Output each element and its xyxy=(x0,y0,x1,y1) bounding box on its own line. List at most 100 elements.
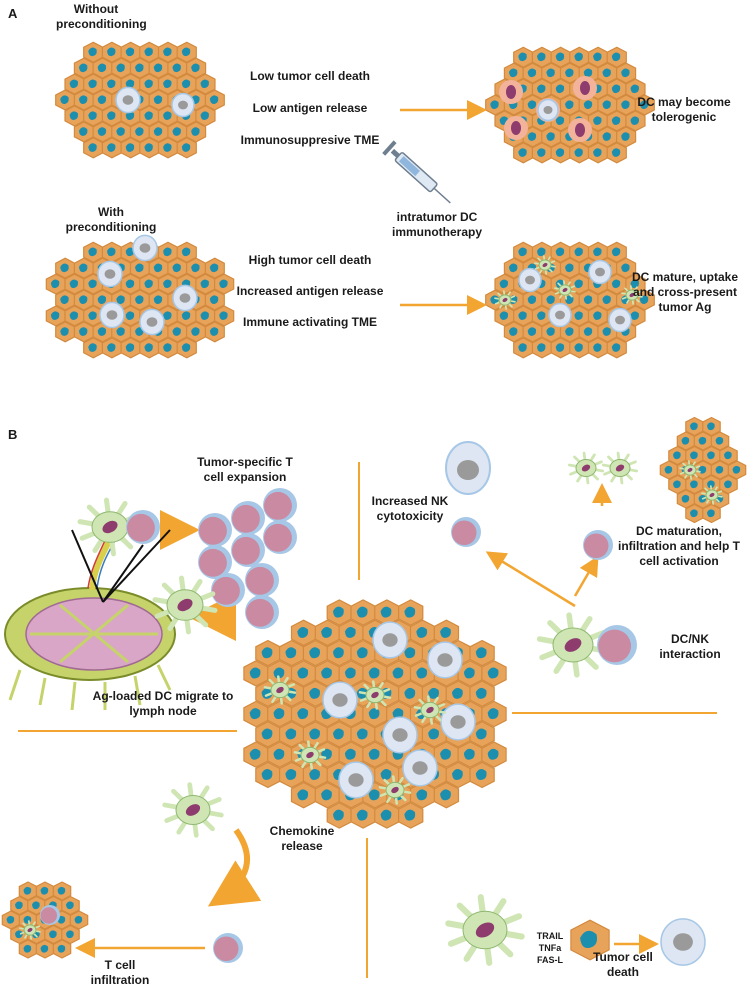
infiltrating-dc xyxy=(378,775,412,805)
tumor-nucleus xyxy=(163,143,172,152)
tumor-nucleus xyxy=(380,809,392,821)
tumor-nucleus xyxy=(475,728,487,740)
tumor-nucleus xyxy=(23,944,32,953)
infiltrating-dc xyxy=(554,280,576,300)
arrow-nk xyxy=(485,551,576,608)
t-cell-icon xyxy=(40,905,60,925)
tumor-nucleus xyxy=(181,79,191,89)
tumor-nucleus xyxy=(57,886,66,895)
tumor-nucleus xyxy=(32,901,40,910)
tumor-nucleus xyxy=(537,343,546,352)
expanding-t-cell xyxy=(263,520,297,554)
tumor-nucleus xyxy=(125,79,135,89)
tumor-nucleus xyxy=(333,728,344,740)
dying-nucleus xyxy=(543,106,553,114)
tumor-nucleus xyxy=(66,930,74,939)
tumor-nucleus xyxy=(74,915,83,924)
tumor-nucleus xyxy=(88,111,97,120)
tumor-nucleus xyxy=(321,667,332,679)
tumor-nucleus xyxy=(574,343,583,352)
tumor-nucleus xyxy=(125,143,135,152)
panel-b-label: B xyxy=(8,427,18,442)
tumor-nucleus xyxy=(673,451,681,460)
tumor-nucleus xyxy=(57,944,66,953)
tumor-nucleus xyxy=(88,311,97,320)
tumor-nucleus xyxy=(380,606,392,618)
tumor-nucleus xyxy=(724,480,732,489)
tumor-nucleus xyxy=(499,279,509,289)
tumor-nucleus xyxy=(297,626,309,638)
tumor-nucleus xyxy=(344,667,356,679)
dying-nucleus xyxy=(392,728,408,742)
tumor-nucleus xyxy=(475,687,487,699)
tumor-nucleus xyxy=(116,327,125,336)
tumor-nucleus xyxy=(416,789,428,801)
tumor-nucleus xyxy=(527,100,537,110)
tumor-nucleus xyxy=(664,465,673,474)
tumor-nucleus xyxy=(97,95,107,105)
outcome-tolerogenic: DC may become tolerogenic xyxy=(637,95,731,124)
tumor-nucleus xyxy=(60,263,69,273)
mature-dc xyxy=(567,451,605,485)
tumor-nucleus xyxy=(249,748,261,760)
tumor-nucleus xyxy=(630,279,639,289)
tumor-nucleus xyxy=(344,626,356,638)
tumor-nucleus xyxy=(732,465,741,474)
tumor-nucleus xyxy=(97,327,107,336)
tumor-nucleus xyxy=(574,311,583,320)
tumor-nucleus xyxy=(593,148,602,157)
tumor-nucleus xyxy=(116,63,125,73)
tumor-nucleus xyxy=(153,295,163,305)
tumor-nucleus xyxy=(69,279,79,289)
tumor-nucleus xyxy=(60,295,69,305)
tumor-nucleus xyxy=(107,247,116,257)
tumor-nucleus xyxy=(69,79,79,89)
tumor-nucleus xyxy=(309,728,320,740)
tumor-nucleus xyxy=(630,84,639,94)
tumor-nucleus xyxy=(78,95,88,105)
tumor-nucleus xyxy=(309,687,320,699)
tumor-nucleus xyxy=(404,647,416,659)
tumor-nucleus xyxy=(690,509,698,518)
tumor-nucleus xyxy=(88,343,97,352)
tumor-nucleus xyxy=(6,915,15,924)
tumor-nucleus xyxy=(565,327,574,336)
tumor-nucleus xyxy=(574,279,583,289)
expanding-t-cell xyxy=(211,573,245,607)
tumor-nucleus xyxy=(107,143,116,152)
infiltrating-dc xyxy=(534,255,556,275)
expanding-t-cell xyxy=(231,501,265,535)
tumor-nucleus xyxy=(630,311,639,320)
tumor-nucleus xyxy=(69,311,79,320)
tumor-nucleus xyxy=(163,47,172,57)
tumor-with-treated xyxy=(485,241,655,359)
infiltrating-dc xyxy=(293,740,327,770)
tumor-nucleus xyxy=(273,708,285,720)
tumor-nucleus xyxy=(333,809,344,821)
dying-nucleus xyxy=(437,653,453,667)
tumor-nucleus xyxy=(602,100,611,110)
tumor-nucleus xyxy=(574,52,583,62)
tumor-nucleus xyxy=(527,68,537,78)
tumor-nucleus xyxy=(60,95,69,105)
tumor-nucleus xyxy=(537,52,546,62)
tumor-nucleus xyxy=(135,63,144,73)
tumor-nucleus xyxy=(261,728,273,740)
tumor-nucleus xyxy=(163,279,172,289)
dc-maturation-label: DC maturation, infiltration and help T c… xyxy=(618,524,740,568)
tumor-nucleus xyxy=(527,327,537,336)
tumor-nucleus xyxy=(368,708,380,720)
tumor-nucleus xyxy=(565,263,574,273)
tumor-nucleus xyxy=(690,480,698,489)
tumor-nucleus xyxy=(487,748,499,760)
tumor-nucleus xyxy=(463,667,475,679)
dendritic-cell-icon xyxy=(19,920,41,940)
with-preconditioning-title: With preconditioning xyxy=(65,205,157,234)
tumor-nucleus xyxy=(368,667,380,679)
tumor-nucleus xyxy=(368,789,380,801)
tumor-nucleus xyxy=(333,606,344,618)
expanding-t-cell xyxy=(198,545,232,579)
dc-nk-dc xyxy=(536,612,610,678)
infiltrating-dc xyxy=(494,290,516,310)
tumor-nucleus xyxy=(50,311,60,320)
